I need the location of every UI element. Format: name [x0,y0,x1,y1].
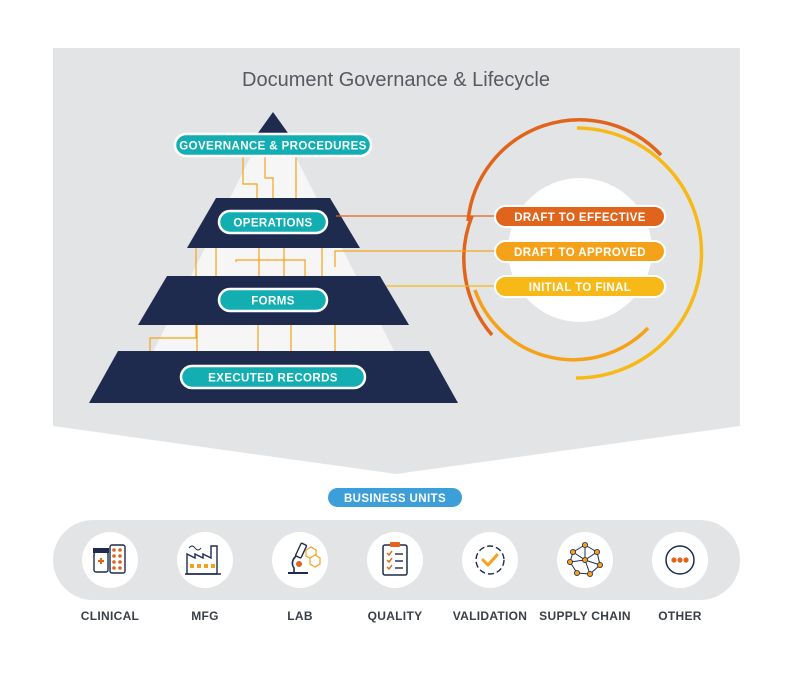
pill-operations-label: OPERATIONS [233,218,312,230]
pill-bottle-icon [82,532,138,588]
pyramid-backdrop [128,112,420,402]
bu-label-mfg: MFG [191,609,219,623]
business-units-label: BUSINESS UNITS [344,493,446,505]
network-globe-icon [557,532,613,588]
microscope-icon [272,532,328,588]
pill-forms: FORMS [217,287,329,313]
pill-executed-records: EXECUTED RECORDS [179,364,367,390]
business-units-header: BUSINESS UNITS [328,488,462,507]
pill-forms-label: FORMS [251,296,295,308]
bu-label-clinical: CLINICAL [81,609,139,623]
pill-draft-to-approved-label: DRAFT TO APPROVED [514,247,646,259]
lifecycle-connectors [334,215,495,287]
pill-draft-to-effective: DRAFT TO EFFECTIVE [494,205,666,228]
pill-draft-to-approved: DRAFT TO APPROVED [494,240,666,263]
pill-operations: OPERATIONS [217,209,329,235]
pill-governance-label: GOVERNANCE & PROCEDURES [179,141,366,153]
bu-label-supply-chain: SUPPLY CHAIN [539,609,631,623]
business-unit-icons [82,532,708,588]
pill-initial-to-final-label: INITIAL TO FINAL [529,282,631,294]
bu-label-quality: QUALITY [368,609,423,623]
pyramid-tier-top [258,112,288,133]
pill-governance-procedures: GOVERNANCE & PROCEDURES [173,132,373,158]
bu-label-other: OTHER [658,609,702,623]
pill-draft-to-effective-label: DRAFT TO EFFECTIVE [514,212,646,224]
pill-initial-to-final: INITIAL TO FINAL [494,275,666,298]
pill-executed-records-label: EXECUTED RECORDS [208,373,338,385]
page-title: Document Governance & Lifecycle [242,69,550,91]
business-unit-labels: CLINICAL MFG LAB QUALITY VALIDATION SUPP… [81,609,702,623]
bu-label-validation: VALIDATION [453,609,528,623]
ellipsis-icon [652,532,708,588]
check-badge-icon [462,532,518,588]
bu-label-lab: LAB [287,609,313,623]
factory-icon [177,532,233,588]
checklist-clipboard-icon [367,532,423,588]
